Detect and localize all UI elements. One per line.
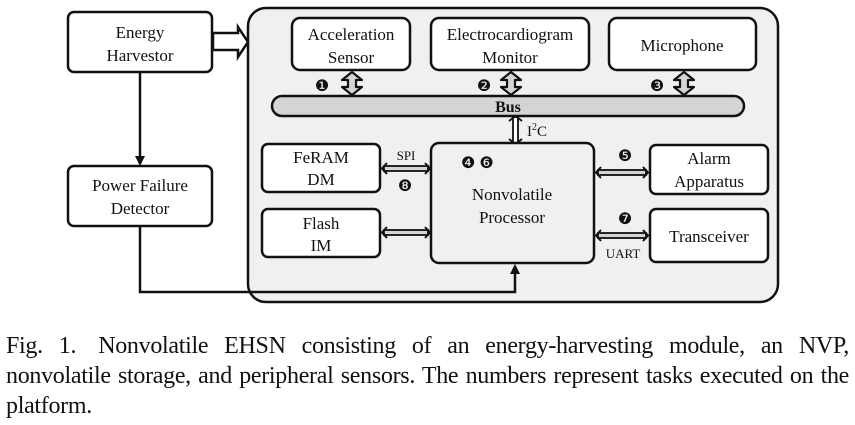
caption-text: Nonvolatile EHSN consisting of an energy… <box>6 333 849 419</box>
alarm-line2: Apparatus <box>674 172 744 191</box>
microphone-label: Microphone <box>640 36 723 55</box>
task-number-3: ❸ <box>650 78 664 95</box>
acceleration-sensor-block: Acceleration Sensor <box>290 16 412 72</box>
task-number-7: ❼ <box>618 211 632 228</box>
i2c-label: I2C <box>527 122 547 140</box>
bus: Bus <box>270 94 746 118</box>
detector-line2: Detector <box>111 199 170 218</box>
detector-to-processor-line <box>138 226 520 294</box>
alarm-apparatus-block: Alarm Apparatus <box>648 143 770 196</box>
task-number-2: ❷ <box>477 78 491 95</box>
feram-dm-block: FeRAM DM <box>260 142 382 194</box>
processor-line1: Nonvolatile <box>472 185 552 204</box>
task-number-1: ❶ <box>315 78 329 95</box>
alarm-link: ❺ <box>594 148 650 179</box>
alarm-line1: Alarm <box>687 149 730 168</box>
task-number-5: ❺ <box>618 148 632 165</box>
power-supply-arrow <box>211 22 250 62</box>
acceleration-sensor-line1: Acceleration <box>308 25 395 44</box>
processor-line2: Processor <box>479 208 545 227</box>
power-failure-detector-block: Power Failure Detector <box>66 164 214 228</box>
task-number-8: ❽ <box>398 178 412 195</box>
system-diagram: Energy Harvestor Power Failure Detector … <box>66 6 780 304</box>
figure-number: Fig. 1. <box>6 333 77 359</box>
flash-line2: IM <box>311 236 332 255</box>
figure-caption: Fig. 1.Nonvolatile EHSN consisting of an… <box>6 331 849 421</box>
processor-task-numbers: ❹ ❻ <box>461 155 494 172</box>
microphone-block: Microphone <box>607 16 758 72</box>
feram-line1: FeRAM <box>293 148 349 167</box>
flash-link <box>380 226 432 239</box>
flash-line1: Flash <box>303 214 340 233</box>
ecg-monitor-line1: Electrocardiogram <box>447 25 574 44</box>
transceiver-block: Transceiver <box>648 207 770 264</box>
energy-harvester-line1: Energy <box>116 23 165 42</box>
ecg-monitor-block: Electrocardiogram Monitor <box>429 16 591 72</box>
energy-harvester-line2: Harvestor <box>106 46 173 65</box>
spi-label: SPI <box>397 148 416 163</box>
feram-line2: DM <box>307 170 334 189</box>
uart-label: UART <box>606 246 641 261</box>
acceleration-sensor-line2: Sensor <box>328 48 375 67</box>
nonvolatile-processor-block: ❹ ❻ Nonvolatile Processor <box>429 141 596 265</box>
bus-label: Bus <box>495 99 521 116</box>
detector-line1: Power Failure <box>92 176 188 195</box>
spi-link: SPI ❽ <box>380 148 432 195</box>
transceiver-label: Transceiver <box>669 227 749 246</box>
energy-harvester-block: Energy Harvestor <box>66 10 214 74</box>
ecg-monitor-line2: Monitor <box>482 48 538 67</box>
uart-link: ❼ UART <box>594 211 650 261</box>
flash-im-block: Flash IM <box>260 207 382 259</box>
